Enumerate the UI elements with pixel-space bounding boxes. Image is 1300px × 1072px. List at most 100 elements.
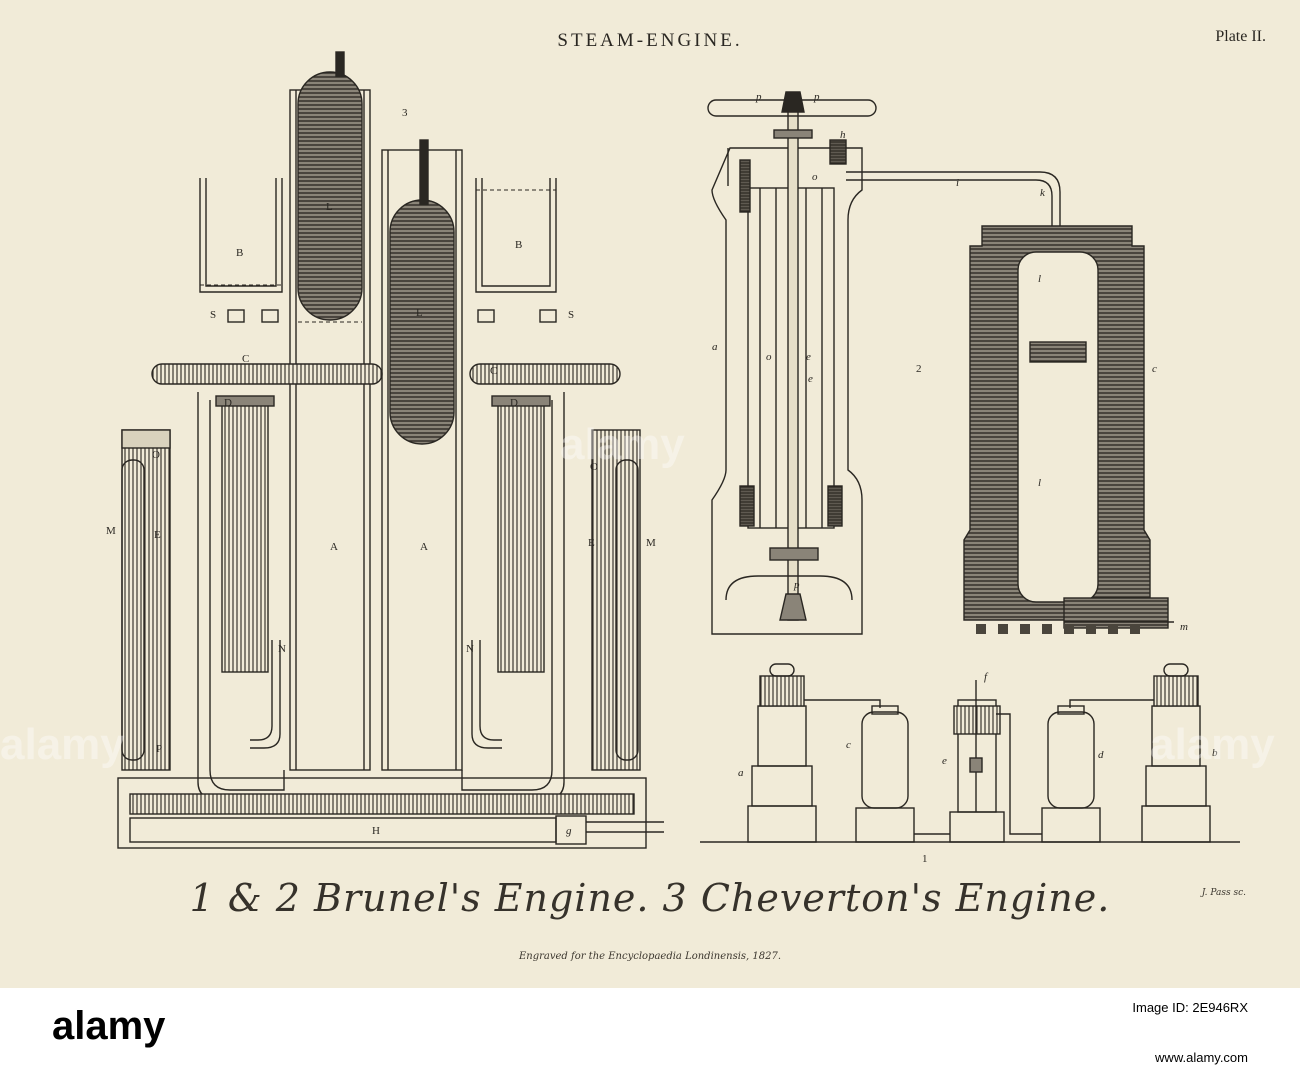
label-s-right: S	[568, 309, 574, 321]
burner-s-right-1	[539, 309, 557, 323]
watermark-center: alamy	[560, 420, 685, 469]
label-e: e	[942, 755, 947, 767]
label-p-left: p	[755, 91, 762, 103]
tank-b-left	[199, 178, 283, 293]
engine-e	[949, 680, 1005, 843]
label-a: a	[712, 341, 718, 353]
pipe-n-left	[250, 640, 273, 741]
label-m: m	[1180, 621, 1188, 633]
label-a-left: A	[330, 541, 338, 553]
watermark-right: alamy	[1150, 720, 1275, 769]
label-l-right: L	[416, 307, 423, 319]
pipe-a-c	[804, 699, 881, 708]
valve-h	[829, 139, 847, 165]
figure-1-labels: 1 a c e f d b	[738, 671, 1218, 865]
plate-caption: 1 & 2 Brunel's Engine. 3 Cheverton's Eng…	[189, 876, 1111, 920]
tube-bundle-d-left	[221, 403, 269, 673]
pipe-e-d	[996, 713, 1042, 835]
pipe-m-left	[121, 459, 145, 761]
label-n-right: N	[466, 643, 474, 655]
label-m-left: M	[106, 525, 116, 537]
label-c-left: C	[242, 353, 249, 365]
piston-rod	[787, 99, 799, 621]
label-g: g	[566, 825, 572, 837]
figure-1-engine-row	[700, 663, 1240, 843]
figure-2-brunel-engine	[707, 91, 1174, 635]
cylinder-body	[711, 147, 863, 635]
tank-inner-chamber	[1017, 251, 1099, 603]
label-a: a	[738, 767, 744, 779]
tank-bottom-studs	[976, 624, 1140, 634]
valve-g	[555, 815, 587, 845]
label-l-bottom: l	[1038, 477, 1041, 489]
label-o-top: o	[812, 171, 818, 183]
alamy-logo[interactable]: alamy	[52, 1004, 166, 1048]
pipe-b-d	[1069, 699, 1154, 708]
label-l-top: l	[1038, 273, 1041, 285]
publisher-imprint: Engraved for the Encyclopaedia Londinens…	[518, 951, 782, 962]
engine-b	[1141, 663, 1211, 843]
plate-number: Plate II.	[1215, 28, 1266, 45]
pipe-i	[846, 171, 1061, 256]
float-l-left	[297, 71, 363, 321]
label-k: k	[1040, 187, 1046, 199]
label-p-bottom: p	[793, 579, 800, 591]
fig3-number: 3	[402, 107, 408, 119]
figure-2-labels: 2 p p p h o o i k a e e l l c m	[712, 91, 1188, 633]
label-p-right: p	[813, 91, 820, 103]
pipe-m-right	[615, 459, 639, 761]
label-c-right: C	[490, 365, 497, 377]
label-o-left: O	[152, 449, 160, 461]
pipe-n-right	[479, 640, 502, 741]
label-d: d	[1098, 749, 1104, 761]
plate-title: STEAM-ENGINE.	[557, 30, 743, 51]
stock-footer-bar: alamy Image ID: 2E946RX www.alamy.com	[0, 988, 1300, 1072]
label-c: c	[846, 739, 851, 751]
vessel-u-left	[209, 400, 285, 791]
figure-3-cheverton-engine	[117, 51, 664, 849]
label-d-right: D	[510, 397, 518, 409]
engine-a	[747, 663, 817, 843]
label-f: f	[984, 671, 989, 683]
label-h: h	[840, 129, 846, 141]
label-h: H	[372, 825, 380, 837]
image-id-label: Image ID: 2E946RX	[1132, 1000, 1248, 1015]
label-o-tube: o	[766, 351, 772, 363]
engine-drawings: 3 L L B B S S C C D D O O M M E E A A N …	[106, 51, 1240, 865]
label-e-upper: e	[806, 351, 811, 363]
label-s-left: S	[210, 309, 216, 321]
fig1-number: 1	[922, 853, 928, 865]
channel-h	[129, 817, 557, 843]
engraving-plate: STEAM-ENGINE. Plate II.	[0, 0, 1300, 988]
watermark-left: alamy	[0, 720, 125, 769]
label-e-left: E	[154, 529, 161, 541]
label-b: b	[1212, 747, 1218, 759]
figure-3-labels: 3 L L B B S S C C D D O O M M E E A A N …	[106, 107, 656, 837]
label-i: i	[956, 177, 959, 189]
engraver-credit: J. Pass sc.	[1201, 888, 1246, 898]
label-o-right: O	[590, 461, 598, 473]
label-b-right: B	[515, 239, 522, 251]
label-c: c	[1152, 363, 1157, 375]
engine-c	[855, 705, 915, 843]
label-a-right: A	[420, 541, 428, 553]
label-m-right: M	[646, 537, 656, 549]
tank-float	[1029, 341, 1087, 363]
burner-s-left-1	[227, 309, 245, 323]
label-p: P	[156, 743, 162, 755]
stock-url[interactable]: www.alamy.com	[1155, 1050, 1248, 1065]
vessel-u-right	[461, 400, 553, 791]
tube-bundle-d-right	[497, 403, 545, 673]
label-e-right: E	[588, 537, 595, 549]
fig2-number: 2	[916, 363, 922, 375]
tank-b-right	[475, 178, 557, 293]
label-l-left: L	[326, 201, 333, 213]
label-n-left: N	[278, 643, 286, 655]
label-d-left: D	[224, 397, 232, 409]
base-frame	[117, 777, 647, 849]
engine-d	[1041, 705, 1101, 843]
label-e-lower: e	[808, 373, 813, 385]
label-b-left: B	[236, 247, 243, 259]
casing-e-left-wall	[121, 429, 171, 771]
float-l-right	[389, 199, 455, 445]
